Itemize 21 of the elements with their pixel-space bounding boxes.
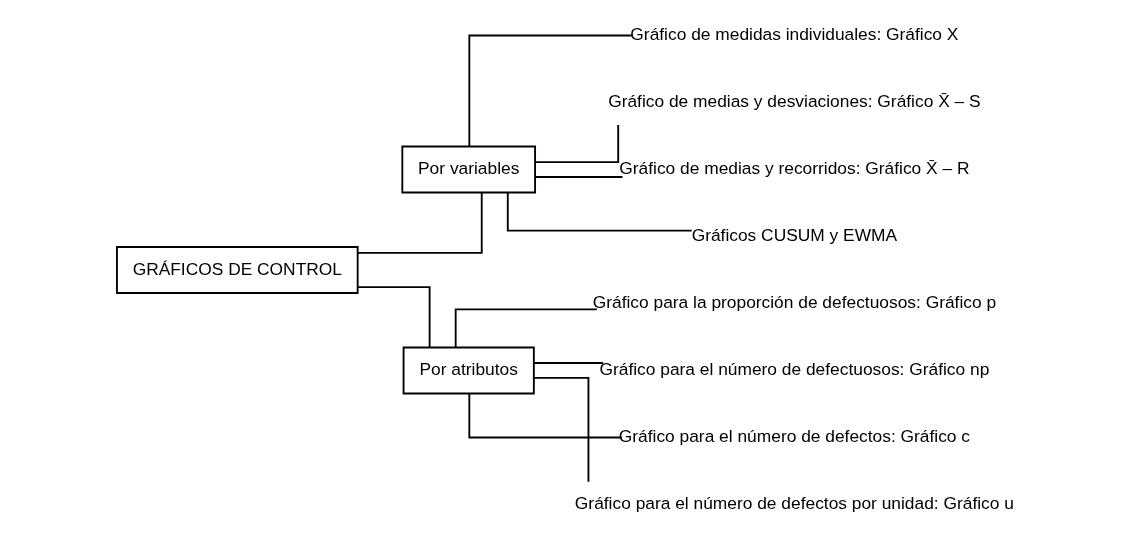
node-text: Gráfico para el número de defectos por unidad: Gráfico u — [574, 493, 1014, 514]
connector — [357, 286, 431, 349]
connector — [533, 362, 605, 364]
node-text: Gráfico de medidas individuales: Gráfico X — [630, 24, 959, 45]
node-text: Gráfico de medias y desviaciones: Gráfico X̄ – S — [608, 91, 981, 112]
connector — [534, 124, 620, 163]
connector — [454, 308, 598, 349]
connector — [468, 392, 623, 439]
connector — [468, 34, 634, 148]
node-text: Gráfico de medias y recorridos: Gráfico X̄ – R — [619, 158, 970, 179]
connector — [506, 191, 693, 232]
node-text: Gráfico para el número de defectos: Gráfico c — [618, 426, 970, 447]
node-box: Por atributos — [402, 346, 535, 395]
connector — [533, 377, 590, 483]
connector — [356, 191, 483, 254]
node-text: Gráfico para la proporción de defectuosos: Gráfico p — [592, 292, 997, 313]
node-text: Gráficos CUSUM y EWMA — [691, 225, 898, 246]
node-box: GRÁFICOS DE CONTROL — [116, 246, 359, 294]
connector — [534, 176, 624, 178]
node-box: Por variables — [401, 145, 536, 194]
node-text: Gráfico para el número de defectuosos: Gráfico np — [599, 359, 990, 380]
